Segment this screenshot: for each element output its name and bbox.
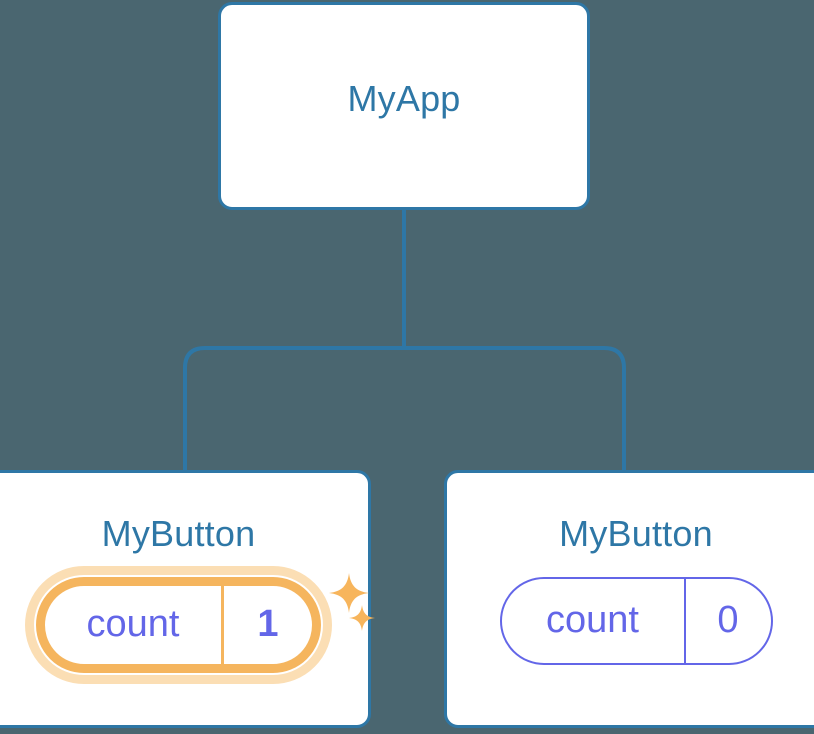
state-pill[interactable]: count 0 [499,577,773,665]
component-title: MyButton [101,513,256,554]
state-pill-highlighted: count 1 [25,566,375,684]
state-key: count [86,602,180,645]
component-title: MyApp [347,78,461,119]
component-node-myapp[interactable]: MyApp [218,2,590,210]
state-pill-container: count 0 [447,577,814,665]
component-node-mybutton-2[interactable]: MyButton count 0 [444,470,814,728]
state-value: 1 [221,586,312,664]
highlight-glow [25,566,332,684]
state-pill-container: count 1 [0,566,375,684]
state-value: 0 [683,579,771,663]
component-title: MyButton [559,513,713,554]
state-pill[interactable]: count 1 [36,577,321,673]
state-key: count [546,598,639,641]
state-pill-plain: count 0 [499,577,773,665]
sparkle-icon [329,573,369,613]
component-node-mybutton-1[interactable]: MyButton count 1 [0,470,375,728]
connector-branch-bus [183,346,626,472]
sparkle-icon [349,605,375,631]
